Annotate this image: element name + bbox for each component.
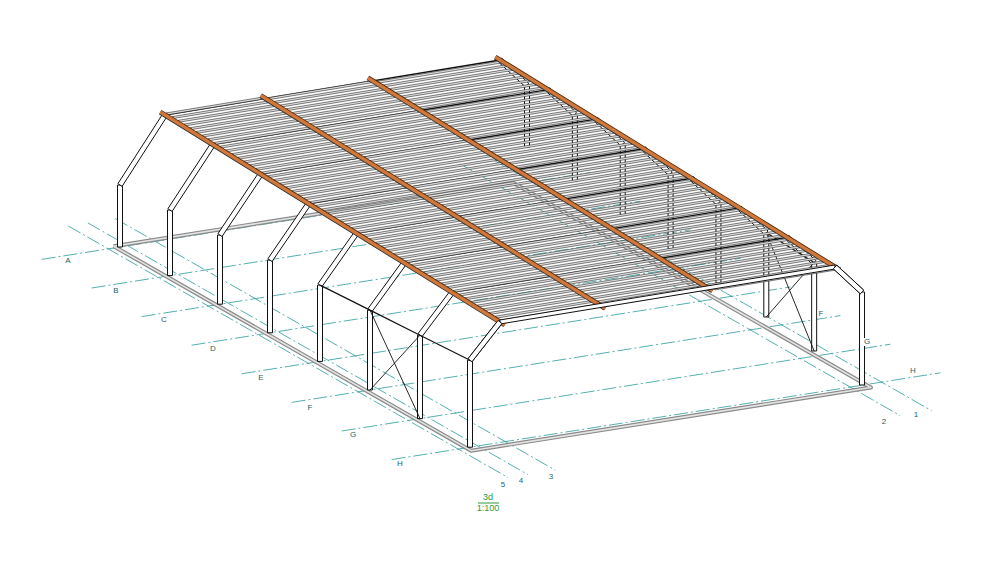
purlin (495, 57, 840, 270)
purlin (261, 96, 606, 309)
steel-column (318, 285, 323, 361)
bracing (370, 335, 420, 390)
steel-column (368, 310, 373, 390)
grid-label: H (909, 367, 917, 375)
grid-line (68, 226, 508, 478)
front-rafter (500, 265, 836, 324)
eave-strut (320, 285, 370, 310)
left-frames (118, 60, 836, 447)
grid-label: C (160, 316, 168, 324)
haunch (833, 265, 863, 294)
steel-column (168, 210, 173, 276)
grid-label: G (863, 338, 871, 346)
grid-label: 1 (913, 411, 919, 419)
grid-label: A (64, 257, 71, 265)
steel-column (118, 185, 123, 247)
haunch (268, 202, 311, 261)
view-title: 3d (482, 493, 494, 502)
steel-column (468, 360, 473, 447)
steel-column (418, 335, 423, 418)
haunch (368, 261, 406, 311)
haunch (468, 320, 502, 361)
grid-label: B (112, 287, 119, 295)
grid-label: G (349, 431, 357, 439)
steel-column (268, 260, 273, 333)
haunch (418, 291, 454, 337)
haunch (168, 143, 215, 211)
grid-line (115, 219, 555, 471)
grid-label: F (307, 404, 314, 412)
purlin-outline (160, 112, 505, 325)
grid-line (342, 344, 891, 431)
purlin-outline (495, 57, 840, 270)
purlin (368, 78, 713, 291)
steel-column (812, 262, 817, 351)
grid-line (242, 287, 791, 374)
front-frame (468, 265, 864, 362)
grid-label: 4 (518, 477, 524, 485)
grid-label: D (209, 345, 217, 353)
purlin-outline (261, 96, 606, 309)
grid-label: 5 (500, 481, 506, 489)
purlin-outline (368, 78, 713, 291)
grid-line (292, 316, 841, 403)
haunch (118, 114, 167, 187)
grid-label: E (257, 374, 264, 382)
haunch (468, 320, 502, 361)
grid-line (88, 223, 528, 475)
bracing (370, 310, 420, 418)
grid-line (392, 373, 941, 460)
scale-label: 1:100 (476, 504, 501, 513)
steel-column (218, 235, 223, 304)
orange-purlins (160, 57, 840, 325)
eave-strut (420, 335, 470, 360)
grid-label: H (396, 460, 404, 468)
haunch (218, 173, 263, 237)
grid-label: F (818, 310, 825, 318)
haunch (318, 232, 359, 287)
purlin (160, 112, 505, 325)
eave-strut (370, 310, 420, 335)
haunch (833, 265, 863, 294)
grid-label: 3 (548, 473, 554, 481)
grid-label: 2 (881, 418, 887, 426)
